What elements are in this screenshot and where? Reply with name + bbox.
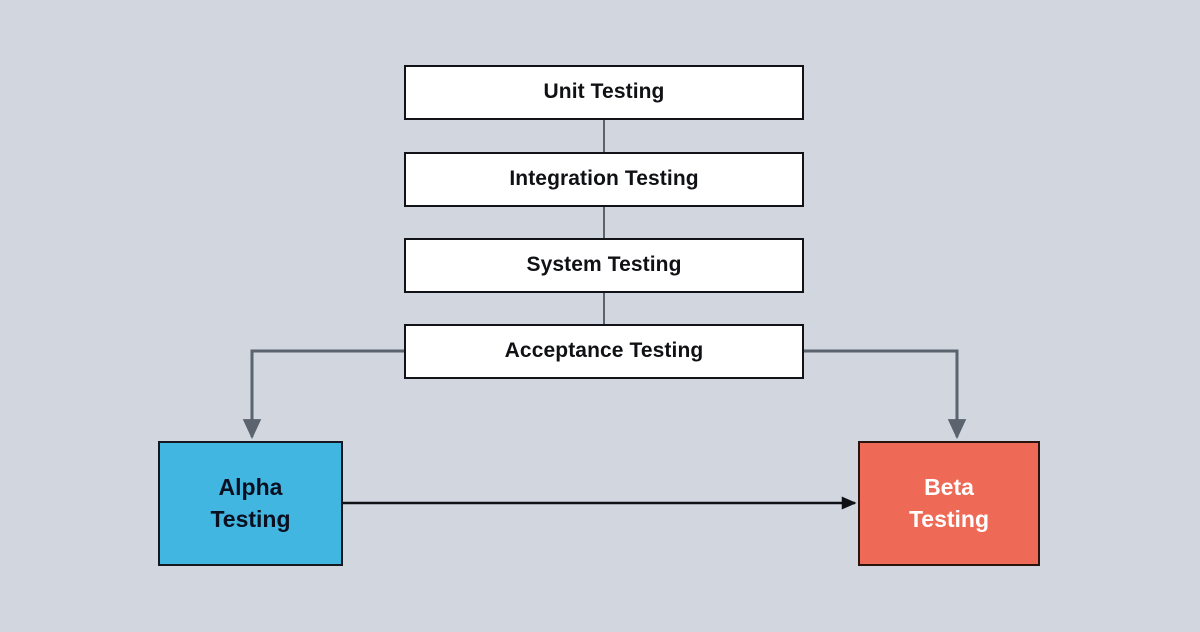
edge-acceptance-to-beta xyxy=(804,349,967,440)
edge-acceptance-to-alpha xyxy=(242,349,404,440)
node-system-testing-label: System Testing xyxy=(526,253,682,277)
node-acceptance-testing[interactable]: Acceptance Testing xyxy=(404,324,804,379)
node-integration-testing-label: Integration Testing xyxy=(509,167,699,191)
node-beta-testing[interactable]: Beta Testing xyxy=(858,441,1040,566)
node-unit-testing[interactable]: Unit Testing xyxy=(404,65,804,120)
node-system-testing[interactable]: System Testing xyxy=(404,238,804,293)
node-beta-testing-label: Beta Testing xyxy=(908,474,990,532)
node-acceptance-testing-label: Acceptance Testing xyxy=(504,339,704,363)
node-unit-testing-label: Unit Testing xyxy=(543,80,665,104)
node-alpha-testing[interactable]: Alpha Testing xyxy=(158,441,343,566)
node-alpha-testing-label: Alpha Testing xyxy=(210,474,291,532)
node-integration-testing[interactable]: Integration Testing xyxy=(404,152,804,207)
